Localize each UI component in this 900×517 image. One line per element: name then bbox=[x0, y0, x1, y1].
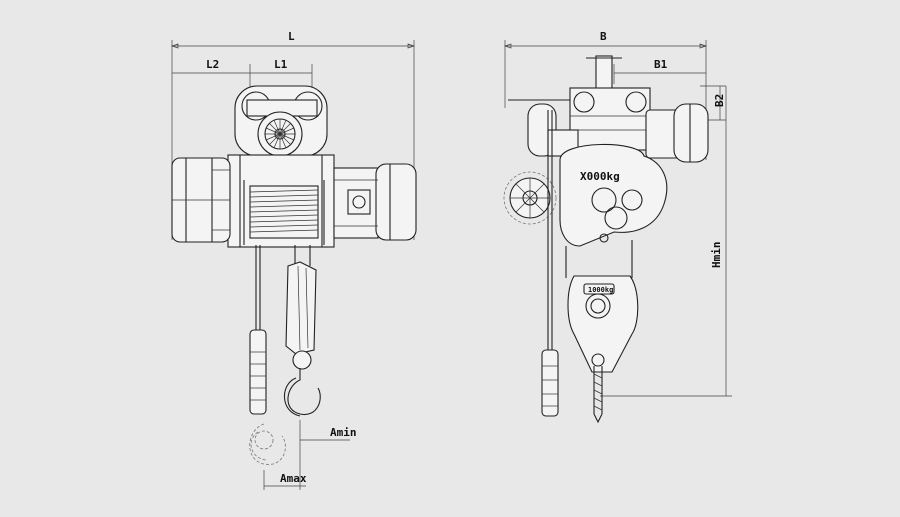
dim-label-L: L bbox=[288, 30, 295, 43]
front-view: L L2 L1 bbox=[170, 30, 417, 490]
dim-label-B2: B2 bbox=[713, 94, 726, 107]
side-view: B B1 B2 Hmin X000 bbox=[503, 30, 732, 424]
dim-label-B1: B1 bbox=[654, 58, 668, 71]
dim-label-L1: L1 bbox=[274, 58, 288, 71]
dim-label-B: B bbox=[600, 30, 607, 43]
dim-label-Amax: Amax bbox=[280, 472, 307, 485]
capacity-label: X000kg bbox=[580, 170, 620, 183]
wheel-marking: 1000kg bbox=[588, 286, 613, 294]
dim-label-Hmin: Hmin bbox=[710, 242, 723, 269]
dim-label-L2: L2 bbox=[206, 58, 219, 71]
dim-label-Amin: Amin bbox=[330, 426, 357, 439]
